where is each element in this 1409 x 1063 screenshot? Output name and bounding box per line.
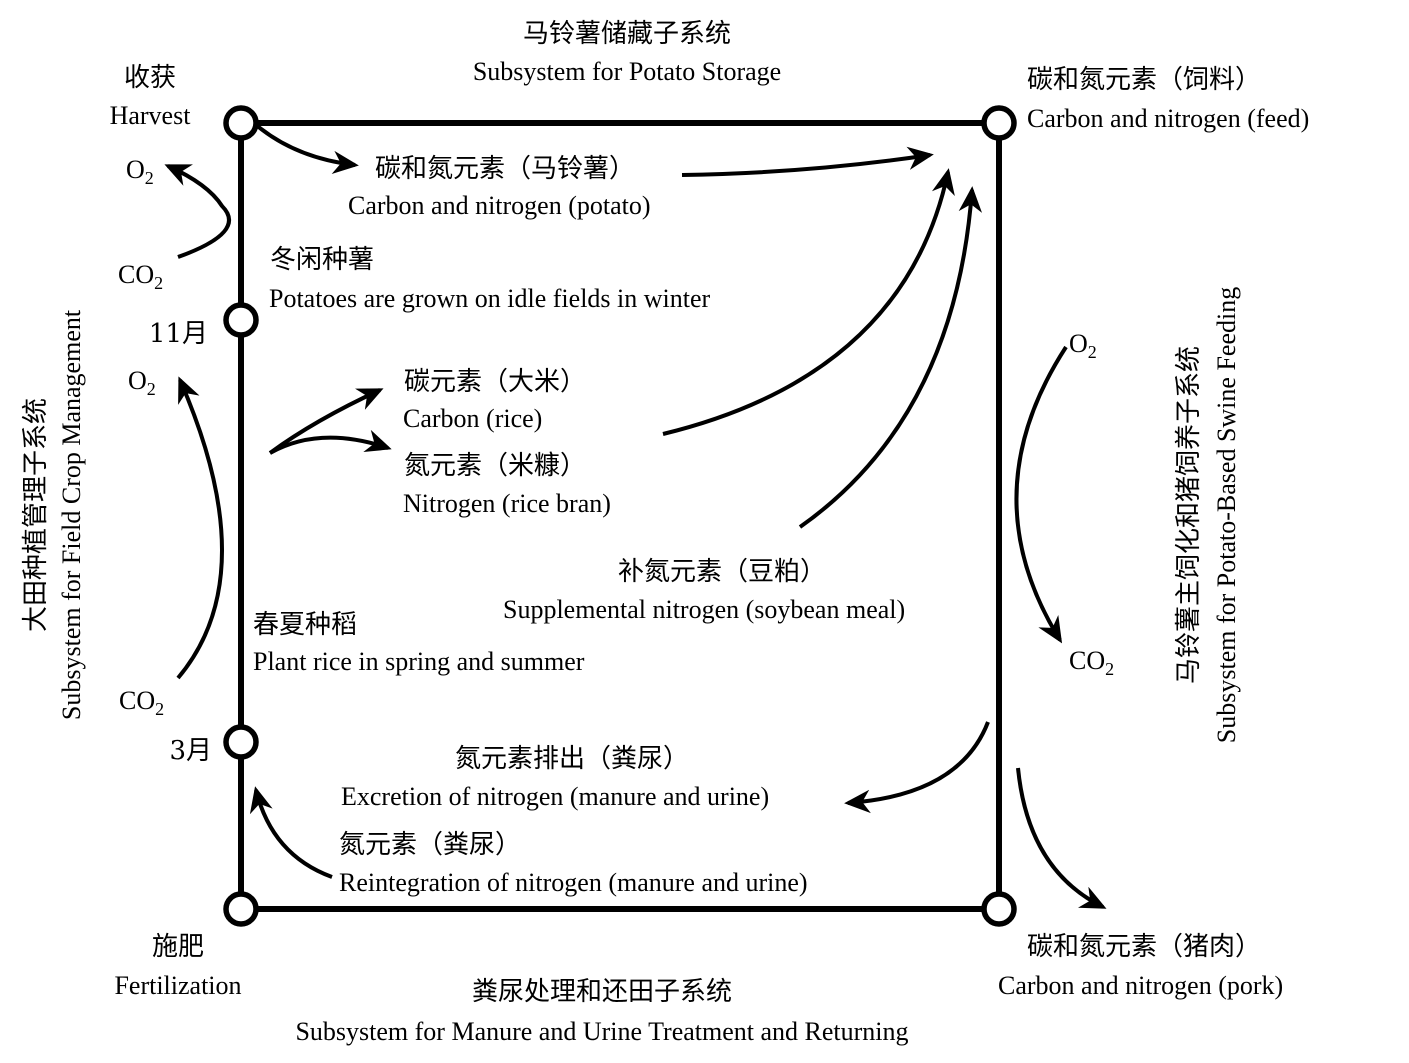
march-label: 3月 (169, 736, 212, 766)
spring-flow-cn: 春夏种稻 (253, 610, 357, 640)
feed-node (981, 105, 1017, 141)
fertilization-label-en: Fertilization (114, 971, 241, 1000)
soybean-to-feed-arrow (798, 186, 983, 529)
split-to-bran-arrow (269, 429, 392, 455)
harvest-label-cn: 收获 (124, 63, 176, 93)
bran-flow-en: Nitrogen (rice bran) (403, 489, 611, 518)
reintegration-arrow (249, 786, 333, 879)
harvest-node (223, 105, 259, 141)
lower-co2-to-o2-arrow (176, 376, 224, 680)
upper-co2-to-o2-arrow (164, 164, 231, 259)
storage-subsystem-en: Subsystem for Potato Storage (473, 57, 781, 86)
rice-to-feed-arrow (662, 168, 955, 436)
pork-label-en: Carbon and nitrogen (pork) (998, 971, 1283, 1000)
manure-subsystem-en: Subsystem for Manure and Urine Treatment… (295, 1017, 908, 1046)
soybean-flow-en: Supplemental nitrogen (soybean meal) (503, 595, 905, 624)
right-o2-to-co2-arrow (1014, 345, 1068, 644)
field-subsystem-en: Subsystem for Field Crop Management (57, 309, 86, 720)
spring-flow-en: Plant rice in spring and summer (253, 647, 585, 676)
lower-o2-label: O2 (128, 366, 156, 399)
november-node (223, 302, 259, 338)
cycle-frame (238, 120, 1002, 912)
fertilization-label-cn: 施肥 (152, 932, 204, 962)
excretion-flow-cn: 氮元素排出（粪尿） (455, 744, 689, 774)
bran-flow-cn: 氮元素（米糠） (404, 451, 586, 481)
feed-label-cn: 碳和氮元素（饲料） (1027, 65, 1261, 95)
feed-label-en: Carbon and nitrogen (feed) (1027, 104, 1309, 133)
upper-o2-label: O2 (126, 155, 154, 188)
rice-flow-cn: 碳元素（大米） (404, 367, 586, 397)
manure-subsystem-cn: 粪尿处理和还田子系统 (472, 977, 732, 1007)
reintegration-flow-en: Reintegration of nitrogen (manure and ur… (339, 868, 808, 897)
storage-subsystem-cn: 马铃薯储藏子系统 (523, 19, 731, 49)
right-co2-label: CO2 (1069, 646, 1114, 679)
reintegration-flow-cn: 氮元素（粪尿） (339, 830, 521, 860)
upper-co2-label: CO2 (118, 260, 163, 293)
harvest-to-potato-arrow (253, 122, 359, 175)
right-o2-label: O2 (1069, 329, 1097, 362)
field-subsystem-cn: 大田种植管理子系统 (21, 398, 51, 632)
winter-flow-cn: 冬闲种薯 (270, 245, 374, 275)
pork-label-cn: 碳和氮元素（猪肉） (1027, 932, 1261, 962)
winter-flow-en: Potatoes are grown on idle fields in win… (269, 284, 711, 313)
soybean-flow-cn: 补氮元素（豆粕） (618, 557, 826, 587)
march-node (223, 724, 259, 760)
potato-to-feed-arrow (681, 146, 934, 177)
potato-flow-en: Carbon and nitrogen (potato) (348, 191, 651, 220)
swine-subsystem-en: Subsystem for Potato-Based Swine Feeding (1212, 287, 1241, 743)
fertilization-node (223, 891, 259, 927)
excretion-flow-en: Excretion of nitrogen (manure and urine) (341, 782, 769, 811)
lower-co2-label: CO2 (119, 686, 164, 719)
potato-flow-cn: 碳和氮元素（马铃薯） (375, 154, 635, 184)
rice-flow-en: Carbon (rice) (403, 404, 542, 433)
harvest-label-en: Harvest (110, 101, 192, 130)
pork-output-arrow (1016, 767, 1107, 909)
swine-subsystem-cn: 马铃薯主饲化和猪饲养子系统 (1174, 346, 1204, 684)
november-label: 11月 (149, 319, 208, 349)
excretion-arrow (844, 721, 990, 814)
pork-node (981, 891, 1017, 927)
